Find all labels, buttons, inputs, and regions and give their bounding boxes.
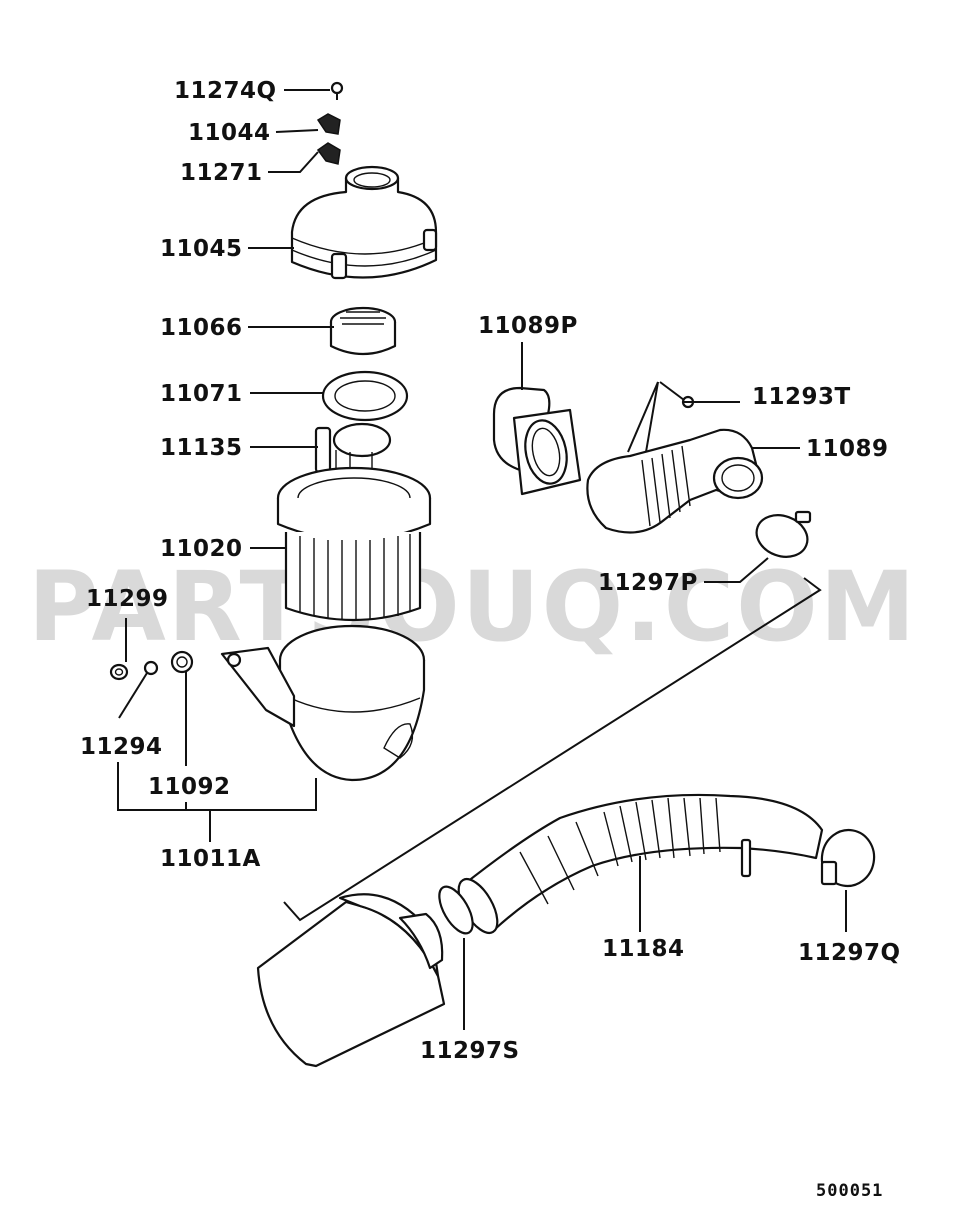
label-11299: 11299 xyxy=(86,586,169,612)
part-11271-clip xyxy=(316,142,341,165)
label-11271: 11271 xyxy=(180,160,263,186)
label-11066: 11066 xyxy=(160,315,243,341)
part-precleaner xyxy=(256,893,446,1068)
part-11044-clip xyxy=(316,113,341,135)
label-11297p: 11297P xyxy=(598,570,698,596)
part-11011a-case xyxy=(220,624,426,782)
part-11045-cover xyxy=(290,165,438,280)
label-11184: 11184 xyxy=(602,936,685,962)
leader-lines xyxy=(117,89,847,1030)
label-11293t: 11293T xyxy=(752,384,851,410)
part-11297s-clamp xyxy=(438,885,474,935)
part-11184-hose xyxy=(457,793,824,935)
label-11092: 11092 xyxy=(148,774,231,800)
part-11066-holder xyxy=(329,306,397,356)
part-11294-washer xyxy=(143,660,159,676)
label-11089: 11089 xyxy=(806,436,889,462)
part-11297q-clamp xyxy=(820,828,876,888)
part-11089p-elbow xyxy=(492,386,582,496)
part-11297p-clamp xyxy=(755,510,812,558)
diagram-reference-number: 500051 xyxy=(816,1181,883,1201)
label-11071: 11071 xyxy=(160,381,243,407)
part-11089-hose xyxy=(586,428,764,534)
label-11297s: 11297S xyxy=(420,1038,520,1064)
label-11274q: 11274Q xyxy=(174,78,277,104)
part-11092-bushing xyxy=(170,650,194,674)
part-11299-nut xyxy=(109,663,129,681)
label-11135: 11135 xyxy=(160,435,243,461)
watermark: PARTSOUQ.COM xyxy=(28,551,917,663)
label-11020: 11020 xyxy=(160,536,243,562)
part-11135-valve xyxy=(314,422,392,494)
label-11297q: 11297Q xyxy=(798,940,901,966)
label-11044: 11044 xyxy=(188,120,271,146)
label-11294: 11294 xyxy=(80,734,163,760)
label-11045: 11045 xyxy=(160,236,243,262)
label-11089p: 11089P xyxy=(478,313,578,339)
part-11071-gasket xyxy=(321,370,409,422)
label-11011a: 11011A xyxy=(160,846,261,872)
part-11274q-screw xyxy=(330,81,344,100)
part-11020-filter xyxy=(276,466,432,622)
